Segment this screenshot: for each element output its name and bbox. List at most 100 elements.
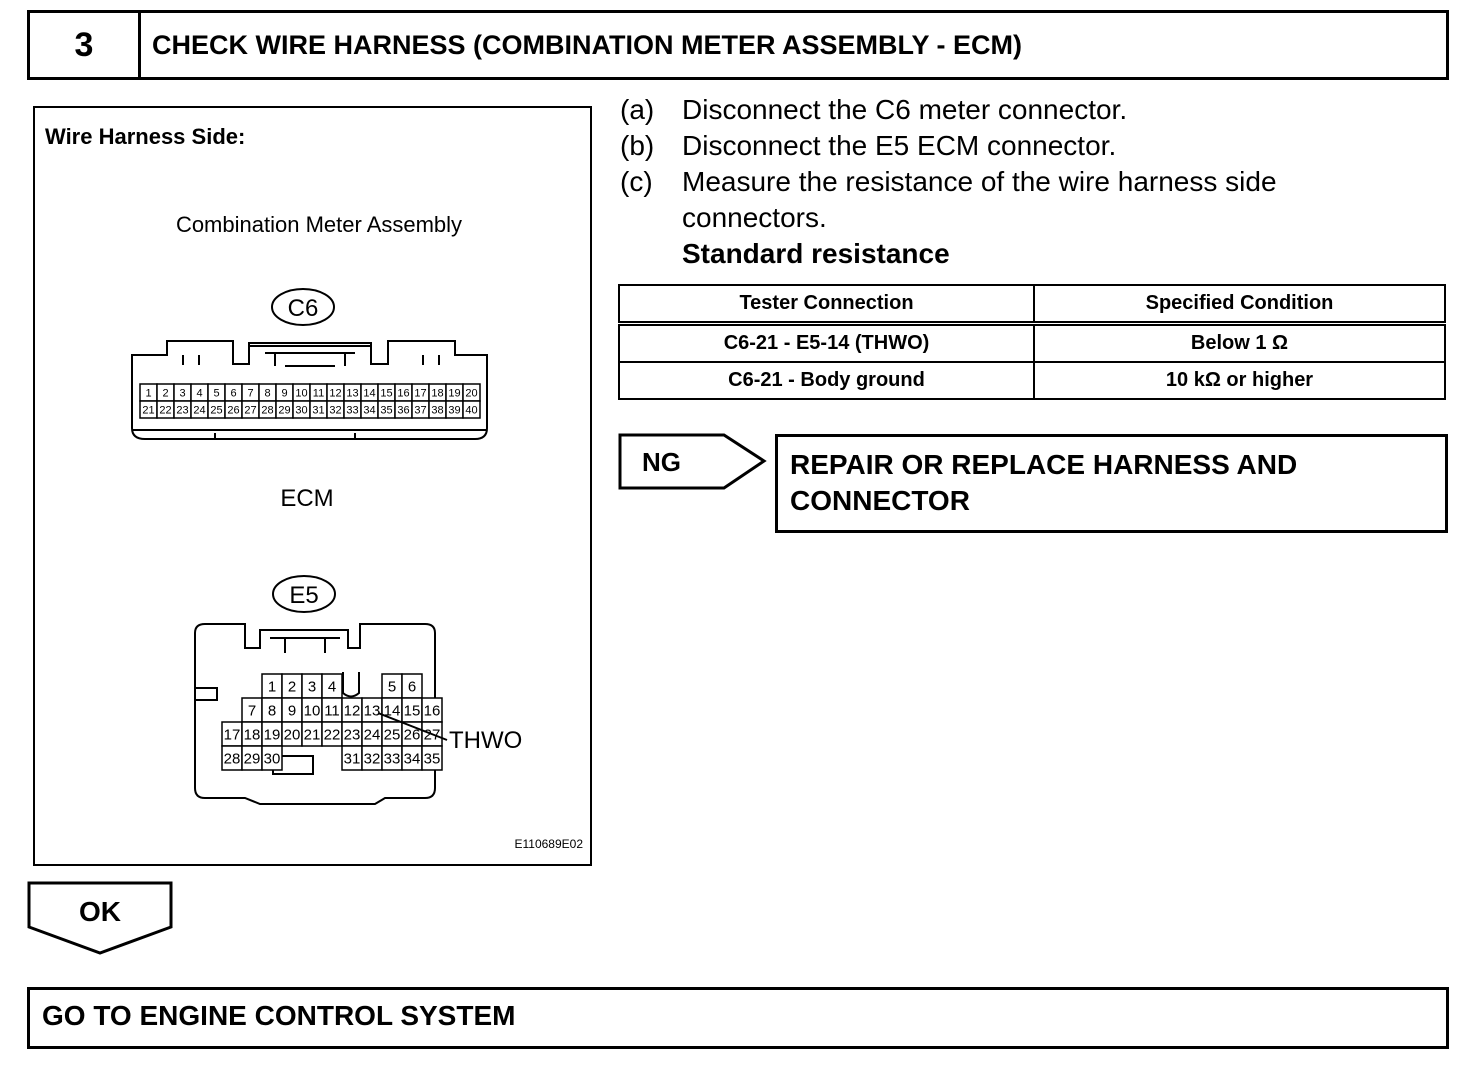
standard-resistance-title: Standard resistance xyxy=(682,238,950,269)
pin-number: 16 xyxy=(397,387,409,399)
pin-number: 9 xyxy=(281,387,287,399)
pin-number: 17 xyxy=(414,387,426,399)
pin-number: 14 xyxy=(363,387,375,399)
ok-label: OK xyxy=(79,896,121,927)
pin-number: 34 xyxy=(404,750,421,767)
ok-arrow: OK xyxy=(27,881,173,955)
pin-number: 32 xyxy=(364,750,381,767)
c6-id-bubble xyxy=(271,288,335,326)
table-row: C6-21 - E5-14 (THWO) Below 1 Ω xyxy=(618,322,1446,363)
pin-number: 3 xyxy=(179,387,185,399)
pin-cell xyxy=(261,745,283,771)
step-c: (c) Measure the resistance of the wire h… xyxy=(620,164,1402,236)
pin-number: 11 xyxy=(324,702,340,719)
step-b-label: (b) xyxy=(620,130,655,161)
pin-cell xyxy=(421,745,443,771)
step-a-text: Disconnect the C6 meter connector. xyxy=(682,94,1128,125)
pin-number: 5 xyxy=(213,387,219,399)
thwo-leader-line xyxy=(377,712,448,741)
step-c-text: Measure the resistance of the wire harne… xyxy=(682,166,1277,233)
connector-diagram-svg: Wire Harness Side: Combination Meter Ass… xyxy=(45,124,583,851)
header-tester-connection: Tester Connection xyxy=(618,284,1035,326)
pin-number: 22 xyxy=(324,726,341,743)
ng-action-text: REPAIR OR REPLACE HARNESS AND CONNECTOR xyxy=(790,449,1298,516)
pin-number: 6 xyxy=(408,678,416,695)
figure-code: E110689E02 xyxy=(514,837,583,851)
pin-number: 31 xyxy=(344,750,361,767)
pin-number: 30 xyxy=(295,404,307,416)
pin-number: 1 xyxy=(268,678,276,695)
step-c-label: (c) xyxy=(620,166,653,197)
pin-number: 36 xyxy=(397,404,409,416)
step-number: 3 xyxy=(30,13,141,77)
table-header-row: Tester Connection Specified Condition xyxy=(618,284,1446,326)
pin-number: 7 xyxy=(247,387,253,399)
pin-number: 14 xyxy=(384,702,401,719)
pin-number: 25 xyxy=(384,726,401,743)
pin-number: 22 xyxy=(159,404,171,416)
pin-number: 6 xyxy=(230,387,236,399)
pin-number: 28 xyxy=(261,404,273,416)
e5-connector xyxy=(194,623,436,805)
step-a-label: (a) xyxy=(620,94,655,125)
pin-number: 1 xyxy=(145,387,151,399)
pin-number: 26 xyxy=(227,404,239,416)
step-title: CHECK WIRE HARNESS (COMBINATION METER AS… xyxy=(152,29,1023,60)
step-a: (a) Disconnect the C6 meter connector. xyxy=(620,92,1402,128)
thwo-label: THWO xyxy=(449,727,522,754)
pin-number: 33 xyxy=(384,750,401,767)
pin-number: 34 xyxy=(363,404,375,416)
header-specified-condition: Specified Condition xyxy=(1033,284,1446,326)
step-b: (b) Disconnect the E5 ECM connector. xyxy=(620,128,1402,164)
ng-action-box: REPAIR OR REPLACE HARNESS AND CONNECTOR xyxy=(775,434,1448,533)
pin-number: 15 xyxy=(380,387,392,399)
meter-assembly-label: Combination Meter Assembly xyxy=(176,212,462,237)
pin-number: 18 xyxy=(244,726,261,743)
pin-number: 30 xyxy=(264,750,281,767)
step-header: 3 CHECK WIRE HARNESS (COMBINATION METER … xyxy=(27,10,1449,80)
pin-number: 27 xyxy=(244,404,256,416)
pin-number: 20 xyxy=(465,387,477,399)
step-b-text: Disconnect the E5 ECM connector. xyxy=(682,130,1117,161)
cell-connection: C6-21 - Body ground xyxy=(618,361,1035,400)
pin-number: 24 xyxy=(364,726,381,743)
c6-id: C6 xyxy=(288,295,319,322)
ng-label: NG xyxy=(642,447,681,477)
pin-number: 11 xyxy=(313,387,324,399)
pin-number: 12 xyxy=(329,387,341,399)
pin-number: 18 xyxy=(431,387,443,399)
pin-number: 33 xyxy=(346,404,358,416)
pin-number: 35 xyxy=(380,404,392,416)
pin-number: 21 xyxy=(142,404,154,416)
pin-number: 29 xyxy=(278,404,290,416)
pin-number: 16 xyxy=(424,702,441,719)
cell-condition: Below 1 Ω xyxy=(1033,322,1446,363)
pin-number: 19 xyxy=(264,726,281,743)
pin-number: 32 xyxy=(329,404,341,416)
ecm-label: ECM xyxy=(280,485,333,512)
pin-number: 3 xyxy=(308,678,316,695)
pin-number: 15 xyxy=(404,702,421,719)
pin-number: 4 xyxy=(328,678,336,695)
pin-number: 23 xyxy=(344,726,361,743)
ok-action-box: GO TO ENGINE CONTROL SYSTEM xyxy=(27,987,1449,1049)
pin-number: 17 xyxy=(224,726,241,743)
pin-number: 8 xyxy=(268,702,276,719)
pin-number: 23 xyxy=(176,404,188,416)
pin-number: 25 xyxy=(210,404,222,416)
c6-connector xyxy=(131,340,488,440)
pin-number: 13 xyxy=(364,702,381,719)
pin-number: 8 xyxy=(264,387,270,399)
pin-number: 2 xyxy=(288,678,296,695)
procedure-steps: (a) Disconnect the C6 meter connector. (… xyxy=(620,92,1402,272)
pin-number: 10 xyxy=(295,387,307,399)
pin-number: 26 xyxy=(404,726,421,743)
ok-action-text: GO TO ENGINE CONTROL SYSTEM xyxy=(42,1000,516,1031)
pin-number: 2 xyxy=(162,387,168,399)
e5-id: E5 xyxy=(289,582,318,609)
pin-number: 19 xyxy=(448,387,460,399)
pin-number: 10 xyxy=(304,702,321,719)
pin-number: 13 xyxy=(346,387,358,399)
